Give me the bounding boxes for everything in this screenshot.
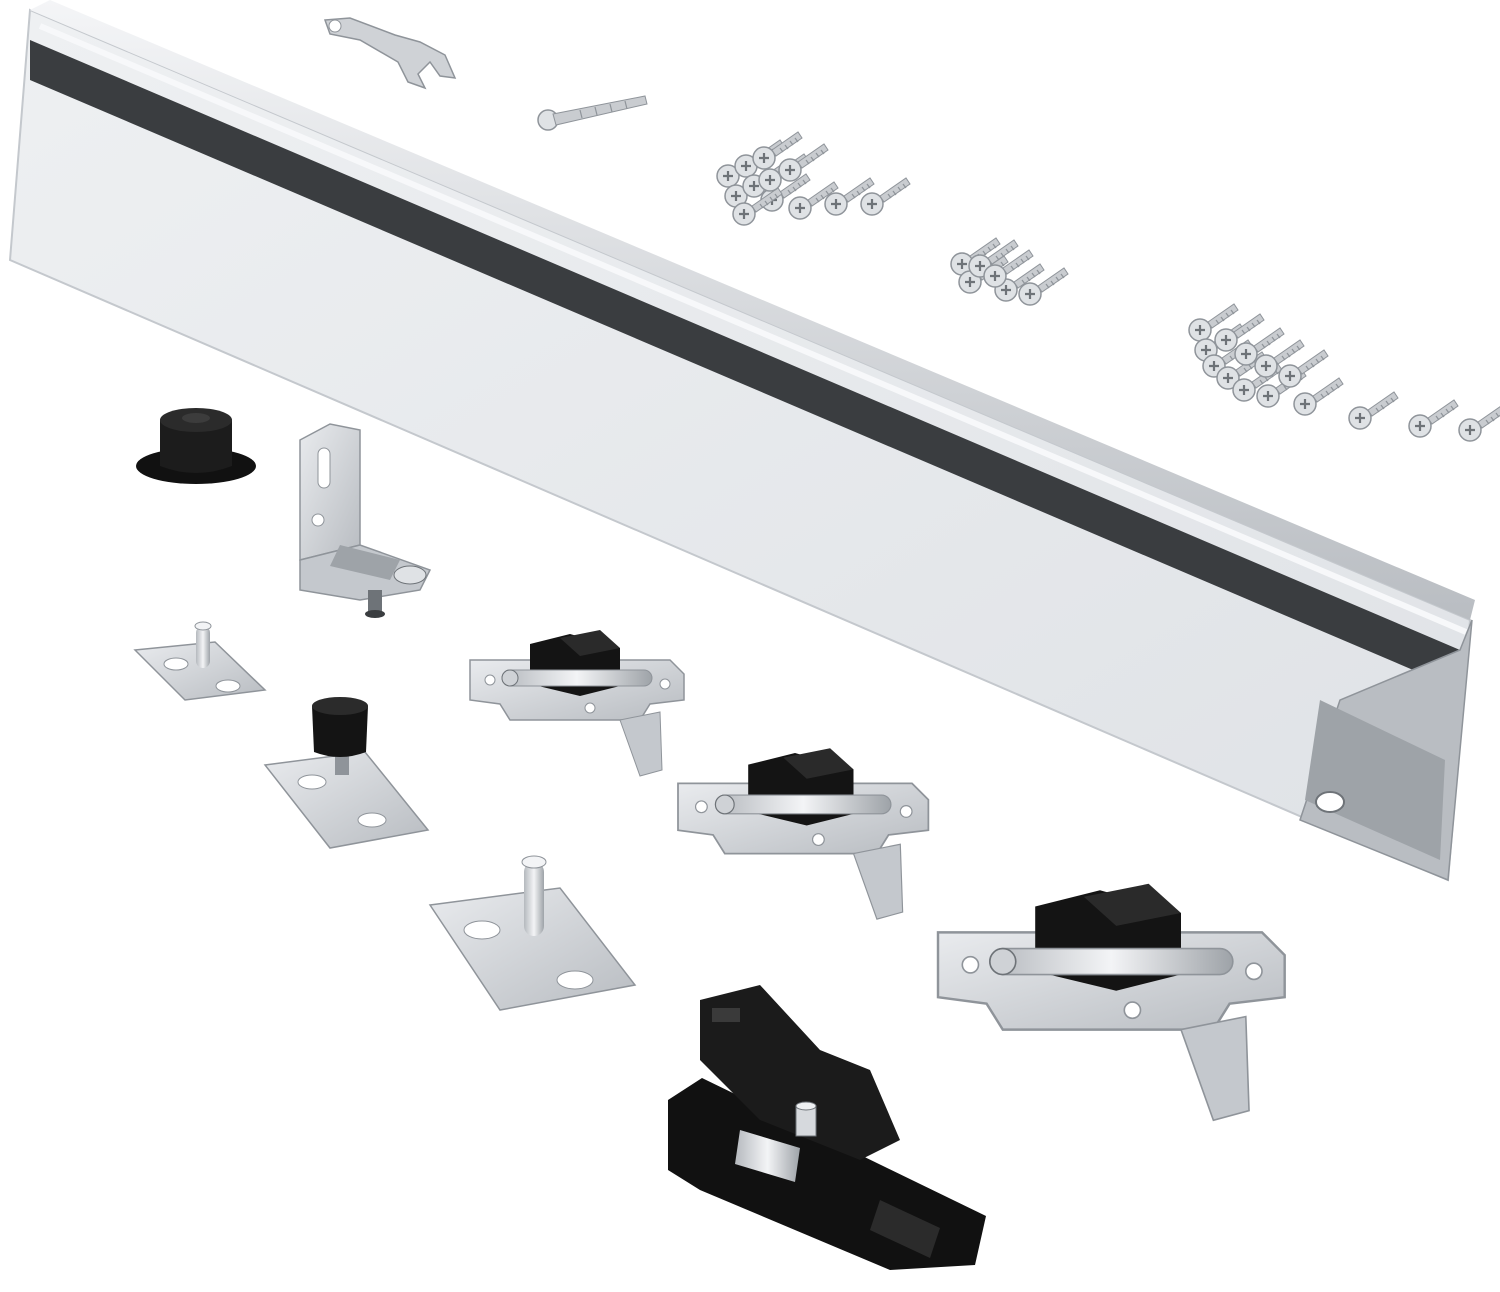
bottom-pivot-with-guide <box>263 697 430 849</box>
pivot-bracket <box>299 423 432 618</box>
track-rail <box>8 0 1475 882</box>
floor-pivot-plate-small <box>133 621 267 701</box>
screw-group-large <box>1187 302 1500 443</box>
screw-group-small <box>715 130 912 227</box>
hinge <box>936 882 1286 1122</box>
screw-group-medium <box>949 236 1070 307</box>
wrench <box>323 17 457 90</box>
floor-pivot-plate-large <box>428 855 637 1011</box>
long-screw <box>537 95 648 131</box>
roller-carrier <box>668 985 986 1270</box>
top-pivot-guide <box>136 408 256 484</box>
hinge <box>469 629 685 777</box>
hinge <box>677 747 930 920</box>
